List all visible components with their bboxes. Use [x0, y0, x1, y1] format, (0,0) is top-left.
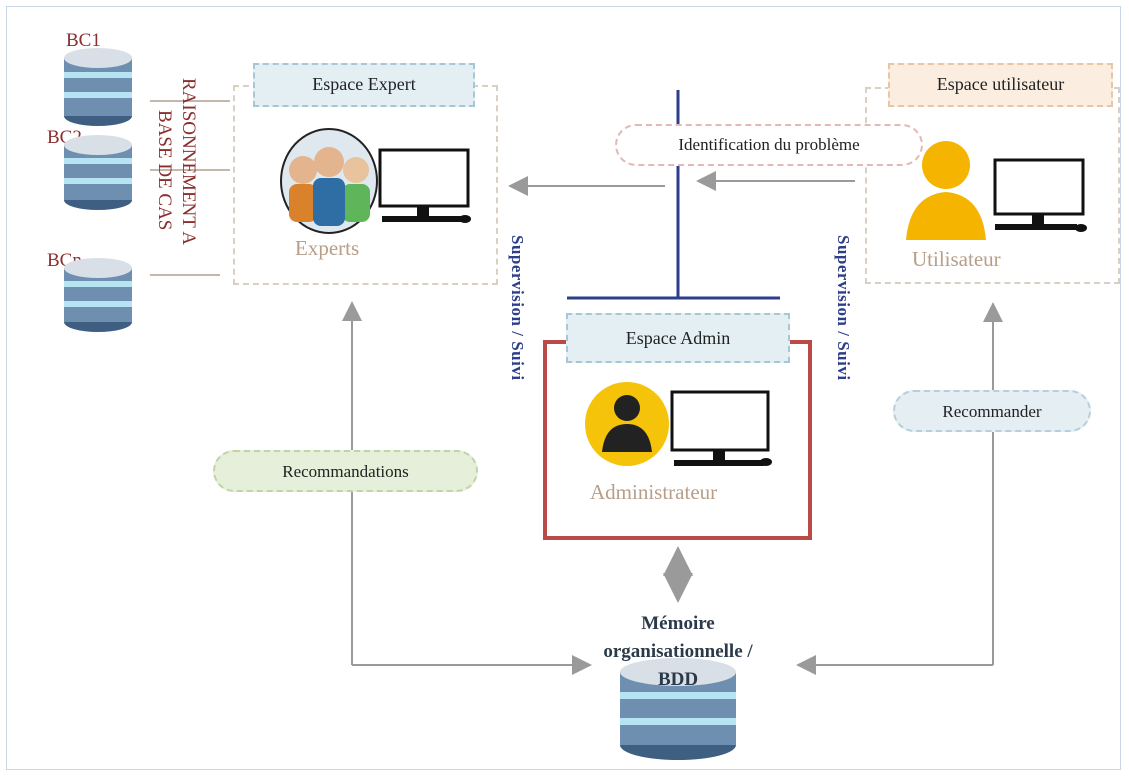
db-label-n: BCn	[47, 250, 82, 271]
user-label: Utilisateur	[912, 247, 1001, 271]
identification-label: Identification du problème	[615, 124, 923, 166]
db-label-2: BC2	[47, 127, 82, 148]
memory-line-1: Mémoire	[641, 613, 715, 634]
memory-line-3: BDD	[657, 669, 699, 690]
experts-label: Experts	[295, 236, 360, 260]
supervision-label-right: Supervision / Suivi	[834, 235, 853, 381]
admin-frame	[543, 340, 812, 540]
outer-frame	[6, 6, 1121, 770]
recommander-label: Recommander	[893, 390, 1091, 432]
reasoning-label-1: RAISONNEMENT A	[178, 78, 199, 245]
expert-space	[233, 85, 498, 285]
reasoning-label-2: BASE DE CAS	[154, 110, 175, 231]
recommandations-label: Recommandations	[213, 450, 478, 492]
memory-line-2: organisationnelle /	[603, 641, 753, 662]
user-space-title: Espace utilisateur	[888, 63, 1113, 107]
expert-space-title: Espace Expert	[253, 63, 475, 107]
admin-label: Administrateur	[590, 480, 718, 504]
supervision-label-left: Supervision / Suivi	[508, 235, 527, 381]
admin-space-title: Espace Admin	[566, 313, 790, 363]
db-label-1: BC1	[66, 30, 101, 51]
memory-label: Mémoire organisationnelle / BDD	[568, 610, 788, 694]
